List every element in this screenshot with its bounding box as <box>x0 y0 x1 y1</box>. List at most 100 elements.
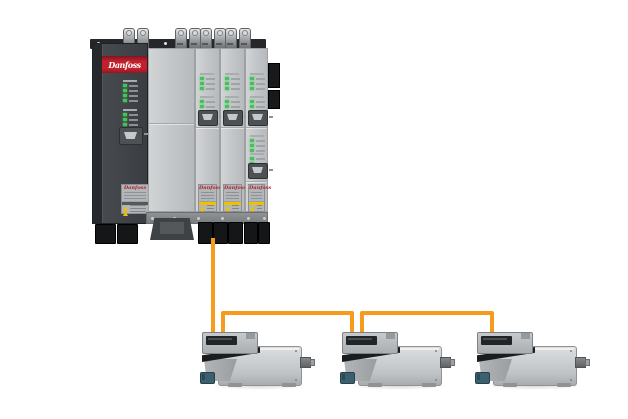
led-group-heading <box>225 96 239 98</box>
d-sub-connector <box>248 163 273 179</box>
motor-foot <box>282 383 296 387</box>
d-sub-connector <box>223 110 248 126</box>
servo-motor-1 <box>200 330 315 390</box>
label-text-lines <box>124 192 146 199</box>
status-led <box>250 149 265 152</box>
status-led <box>250 77 265 80</box>
label-header: Danfoss <box>199 185 222 202</box>
motor-foot <box>368 383 382 387</box>
motor-shaft-tip <box>310 359 315 366</box>
status-led <box>123 118 138 121</box>
danfoss-logo: Danfoss <box>199 185 222 191</box>
motor-shaft-tip <box>585 359 590 366</box>
product-label: Danfoss <box>248 184 272 216</box>
bottom-connector <box>244 222 258 244</box>
status-led <box>250 87 265 90</box>
motor-shadow <box>485 382 583 390</box>
status-led-group <box>123 109 138 128</box>
panel-seam <box>196 127 219 128</box>
warning-triangle-icon <box>123 211 128 216</box>
bottom-connector <box>198 222 213 244</box>
motor-connector-head <box>477 332 533 354</box>
status-led-group <box>250 135 265 154</box>
dual-axis-drive-module: Danfoss <box>245 48 273 216</box>
bottom-connector <box>117 224 138 244</box>
motor-shadow <box>350 382 448 390</box>
status-led <box>200 77 215 80</box>
side-connector-block <box>268 90 280 109</box>
status-led <box>123 123 138 126</box>
status-led <box>123 89 138 92</box>
d-sub-connector <box>198 110 223 126</box>
danfoss-logo-band: Danfoss <box>102 56 147 73</box>
led-group-heading <box>250 135 264 137</box>
connector-window <box>481 336 512 345</box>
status-led <box>123 99 138 102</box>
servo-drive-module-1: Danfoss <box>195 48 223 216</box>
servo-motor-2 <box>340 330 455 390</box>
mains-connector-block <box>150 218 194 240</box>
terminal-clamp-pair <box>175 28 201 49</box>
blank-cover-module <box>148 48 195 212</box>
warning-text-lines <box>257 205 262 213</box>
status-led <box>123 113 138 116</box>
panel-seam <box>149 123 194 124</box>
panel-seam <box>246 127 267 128</box>
label-text-lines <box>251 192 262 199</box>
led-group-heading <box>200 73 214 75</box>
danfoss-logo: Danfoss <box>123 185 147 191</box>
motor-shadow <box>210 382 308 390</box>
label-header: Danfoss <box>224 185 247 202</box>
panel-seam <box>221 127 244 128</box>
motor-feedback-connector <box>475 372 490 384</box>
motor-foot <box>422 383 436 387</box>
panel-seam <box>246 181 267 182</box>
status-led-group <box>250 73 265 92</box>
label-text-lines <box>201 192 214 199</box>
terminal-clamp-pair <box>200 28 226 49</box>
servo-motor-3 <box>475 330 590 390</box>
warning-label <box>122 202 148 216</box>
side-connector-block <box>268 63 280 88</box>
led-group-heading <box>200 96 214 98</box>
status-led <box>123 84 138 87</box>
cable-output-connector <box>213 222 228 244</box>
warning-triangle-icon <box>123 206 128 211</box>
status-led-group <box>200 73 215 92</box>
status-led <box>200 100 215 103</box>
status-led <box>225 82 240 85</box>
status-led <box>123 94 138 97</box>
d-sub-connector <box>119 127 148 145</box>
led-group-heading <box>250 73 264 75</box>
led-group-heading <box>250 96 264 98</box>
status-led <box>250 82 265 85</box>
danfoss-logo: Danfoss <box>224 185 247 191</box>
led-group-heading <box>225 73 239 75</box>
servo-drive-module-2: Danfoss <box>220 48 248 216</box>
motor-feedback-connector <box>200 372 215 384</box>
status-led <box>200 87 215 90</box>
status-led <box>200 82 215 85</box>
status-led-group <box>123 80 138 104</box>
label-header: Danfoss <box>122 185 148 202</box>
status-led-group <box>200 96 215 110</box>
product-label: Danfoss <box>198 184 222 216</box>
status-led <box>250 100 265 103</box>
bottom-connector <box>228 222 243 244</box>
status-led <box>225 100 240 103</box>
status-led-group <box>250 96 265 110</box>
label-text-lines <box>226 192 239 199</box>
danfoss-logo: Danfoss <box>108 59 141 70</box>
motor-connector-head <box>202 332 258 354</box>
status-led <box>225 105 240 108</box>
motor-foot <box>228 383 242 387</box>
danfoss-logo: Danfoss <box>249 185 272 191</box>
warning-triangle-icon <box>225 206 230 211</box>
status-led <box>250 144 265 147</box>
warning-text-lines <box>232 205 239 213</box>
motor-feedback-connector <box>340 372 355 384</box>
connector-window <box>206 336 237 345</box>
bottom-connector <box>258 222 270 244</box>
led-group-heading <box>250 153 264 155</box>
